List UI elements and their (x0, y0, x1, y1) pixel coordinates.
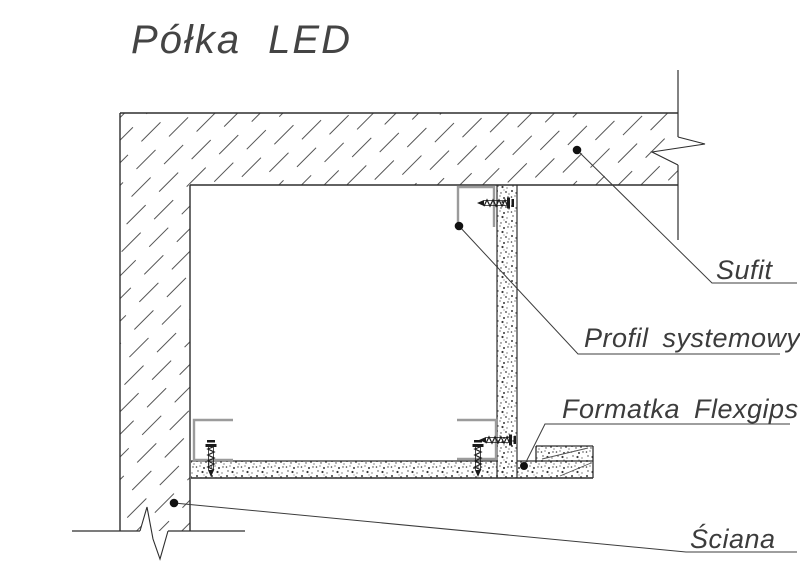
wall-break-line-icon (72, 506, 245, 561)
ceiling-wall-hatched-section (119, 112, 678, 531)
system-profile-channels (192, 185, 498, 462)
leader-dot (520, 462, 528, 470)
vertical-gypsum-panel (496, 185, 518, 478)
leader-dot (169, 498, 179, 508)
leader-dots (169, 145, 582, 508)
screws (204, 196, 517, 478)
leader-lines (173, 149, 797, 553)
leader-dot (572, 145, 582, 155)
flexgips-shelf-board (191, 445, 594, 479)
ceiling-profile (456, 185, 496, 227)
leader-dot (454, 221, 464, 231)
ceiling-break-line-icon (650, 70, 706, 240)
leader-formatka (523, 423, 790, 467)
screw-icon (476, 196, 515, 210)
leader-sciana (173, 502, 797, 553)
leader-profil (458, 225, 780, 355)
leader-sufit (576, 149, 797, 284)
